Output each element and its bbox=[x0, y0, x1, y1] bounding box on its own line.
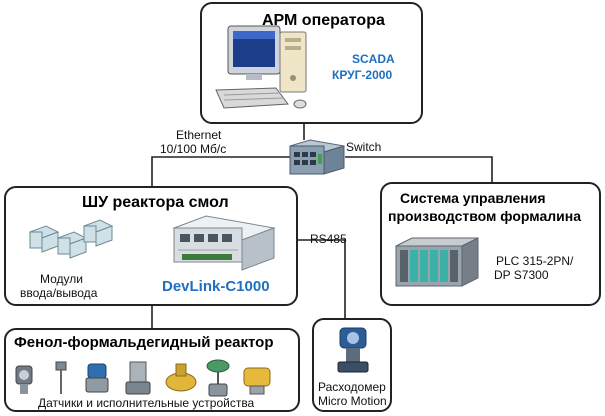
field-devices-icons bbox=[15, 359, 271, 397]
valve-actuator-icon bbox=[125, 361, 151, 395]
scada-label: SCADA bbox=[352, 52, 395, 66]
ethernet-label: Ethernet bbox=[176, 128, 222, 142]
reactor-cabinet-title: ШУ реактора смол bbox=[82, 194, 229, 211]
plc-model-label: DP S7300 bbox=[494, 268, 549, 282]
line-switch-cabinet bbox=[151, 156, 290, 186]
devlink-controller-icon bbox=[172, 215, 276, 271]
control-valve-icon bbox=[206, 359, 230, 397]
pressure-sensor-icon bbox=[15, 365, 33, 394]
rs485-label: RS485 bbox=[310, 232, 347, 246]
temperature-probe-icon bbox=[55, 361, 67, 394]
flow-transmitter-icon bbox=[85, 363, 109, 393]
flowmeter-label: Расходомер bbox=[318, 380, 386, 394]
line-switch-formalin bbox=[345, 156, 493, 182]
formalin-title-2: производством формалина bbox=[388, 208, 581, 224]
formalin-title: Система управления bbox=[400, 190, 546, 206]
micro-motion-flowmeter-icon bbox=[337, 327, 369, 373]
ethernet-speed-label: 10/100 Мб/с bbox=[160, 142, 227, 156]
computer-icon bbox=[215, 25, 307, 109]
scada-product-label: КРУГ-2000 bbox=[332, 68, 393, 82]
plc-label: PLC 315-2PN/ bbox=[496, 254, 574, 268]
switch-label: Switch bbox=[346, 140, 382, 154]
reactor-title: Фенол-формальдегидный реактор bbox=[14, 334, 274, 351]
io-modules-icon bbox=[28, 219, 114, 259]
formalin-system-box: Система управления производством формали… bbox=[380, 182, 601, 306]
reactor-cabinet-box: ШУ реактора смол Модули ввода/вывода Dev… bbox=[4, 186, 298, 306]
flowmeter-model-label: Micro Motion bbox=[318, 394, 387, 408]
operator-title: АРМ оператора bbox=[262, 12, 385, 29]
operator-workstation-box: АРМ оператора SCADA КРУГ-2000 bbox=[200, 2, 423, 124]
devlink-label: DevLink-C1000 bbox=[162, 278, 270, 295]
io-modules-label-2: ввода/вывода bbox=[20, 286, 98, 300]
flowmeter-box: Расходомер Micro Motion bbox=[312, 318, 392, 412]
reactor-box: Фенол-формальдегидный реактор bbox=[4, 328, 300, 412]
electric-actuator-icon bbox=[243, 367, 271, 395]
field-devices-label: Датчики и исполнительные устройства bbox=[38, 396, 255, 410]
io-modules-label: Модули bbox=[40, 272, 83, 286]
plc-icon bbox=[395, 237, 479, 287]
ball-valve-icon bbox=[165, 363, 197, 392]
